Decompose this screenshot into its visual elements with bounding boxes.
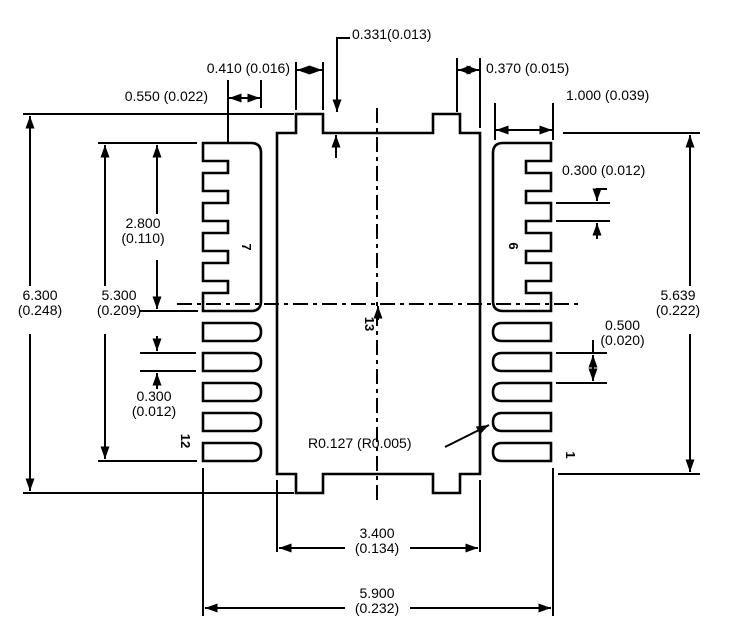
dim-body-width-in: (0.134) [354,540,400,557]
left-comb-pad-group [201,141,263,313]
extension-lines [23,58,700,616]
dim-body-height: 5.639 (0.222) [638,287,718,319]
dim-overall-width-mm: 5.900 [359,585,395,601]
dim-pad-span-height-mm: 5.300 [101,287,137,303]
dim-comb-height-mm: 2.800 [125,215,161,231]
dim-pad-pitch-in: (0.020) [600,332,645,349]
dim-pad-pitch: 0.500 (0.020) [590,317,655,349]
dimension-lines [25,37,695,613]
dim-pad-length: 1.000 (0.039) [566,87,650,103]
dim-overall-width: 5.900 (0.232) [327,585,427,617]
dim-overall-width-in: (0.232) [354,600,400,617]
dim-pad-width-left-in: (0.012) [131,403,177,420]
dim-body-height-in: (0.222) [655,302,701,319]
dim-comb-height: 2.800 (0.110) [103,215,183,247]
dim-body-width-mm: 3.400 [359,525,395,541]
pin-label-1: 1 [563,451,579,459]
dim-tab-edge-gap: 0.370 (0.015) [486,60,570,76]
dim-overall-height-mm: 6.300 [22,287,58,303]
dim-pad-width-left-mm: 0.300 [136,388,172,404]
pin-label-13: 13 [362,316,378,332]
package-body-outline [275,112,482,495]
pin-label-7: 7 [239,243,255,251]
dim-body-height-mm: 5.639 [660,287,696,303]
pin-label-6: 6 [506,242,522,250]
centerlines [177,108,578,500]
dim-top-tab-width: 0.410 (0.016) [206,60,290,76]
dim-corner-radius: R0.127 (R0.005) [308,435,412,451]
dim-overall-height-in: (0.248) [17,302,63,319]
dim-overall-height: 6.300 (0.248) [0,287,80,319]
dim-spine-width: 0.550 (0.022) [124,88,208,104]
dim-notch-height: 0.331(0.013) [352,26,432,42]
dim-pad-width-left: 0.300 (0.012) [119,388,189,420]
dim-tooth-width-right: 0.300 (0.012) [562,162,646,178]
dim-pad-pitch-mm: 0.500 [604,317,641,333]
dim-body-width: 3.400 (0.134) [327,525,427,557]
right-comb-pad-group [491,141,553,313]
right-pads [491,321,553,463]
dim-pad-span-height: 5.300 (0.209) [79,287,159,319]
dim-comb-height-in: (0.110) [121,230,165,247]
dim-pad-span-height-in: (0.209) [96,302,142,319]
left-pads [201,321,263,463]
pin-label-12: 12 [178,433,194,449]
